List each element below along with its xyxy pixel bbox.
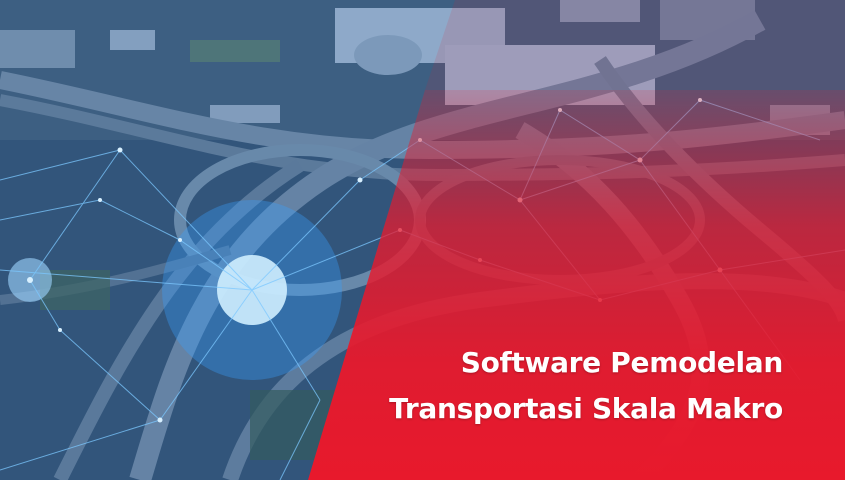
headline: Software Pemodelan Transportasi Skala Ma… [389, 340, 783, 432]
headline-line-1: Software Pemodelan [460, 346, 784, 379]
headline-line-2: Transportasi Skala Makro [389, 392, 783, 425]
